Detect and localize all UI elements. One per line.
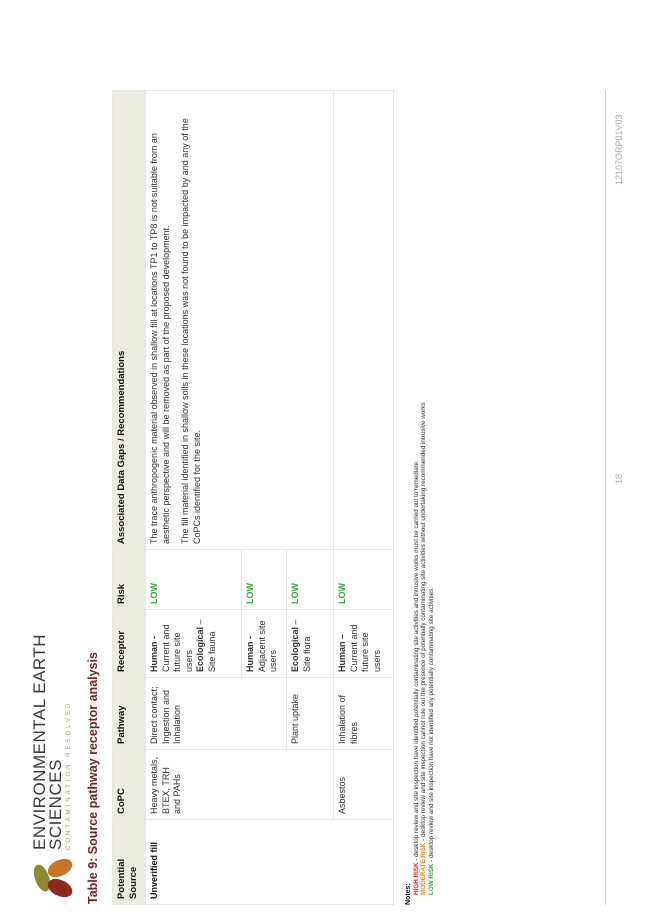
recommendations-cell	[333, 90, 394, 550]
recommendation-paragraph: The trace anthropogenic material observe…	[149, 133, 171, 544]
notes: Notes: HIGH RISK - desktop review and si…	[405, 402, 435, 905]
table-row: Asbestos Inhalation of fibres Human – Cu…	[333, 90, 394, 905]
table-row: Unverified fill Heavy metals, BTEX, TRH …	[145, 90, 394, 905]
receptor-text: Current and future site users	[160, 624, 194, 672]
moderate-risk-label: MODERATE RISK	[420, 842, 428, 895]
note-low: LOW RISK - desktop review and site inspe…	[428, 402, 436, 905]
receptor-text: Adjacent site users	[256, 620, 279, 672]
header-receptor: Receptor	[112, 609, 146, 678]
source-cell: Unverified fill	[145, 819, 394, 905]
header-risk: Risk	[112, 549, 146, 610]
pathway-cell: Direct contact; Ingestion and Inhalation	[145, 677, 287, 750]
company-logo: ENVIRONMENTAL EARTH SCIENCES CONTAMINATI…	[30, 634, 74, 900]
low-risk-label: LOW RISK	[427, 863, 435, 895]
receptor-bold: Ecological	[290, 626, 300, 672]
footer-divider	[605, 90, 606, 905]
page-number: 18	[614, 473, 624, 484]
low-risk-text: - desktop review and site inspection hav…	[427, 586, 435, 864]
logo-tagline: CONTAMINATION RESOLVED	[66, 700, 72, 850]
recommendations-cell: The trace anthropogenic material observe…	[145, 90, 334, 550]
moderate-risk-text: - desktop review and site inspection can…	[420, 402, 428, 843]
header-recommendations: Associated Data Gaps / Recommendations	[112, 90, 146, 550]
receptor-bold: Human -	[149, 636, 159, 672]
risk-badge: LOW	[333, 549, 394, 610]
pathway-cell: Plant uptake	[286, 677, 334, 750]
notes-heading: Notes:	[405, 883, 412, 905]
risk-badge: LOW	[241, 549, 287, 610]
receptor-bold: Ecological	[195, 626, 205, 672]
header-source: Potential Source	[112, 819, 146, 905]
copc-cell: Asbestos	[333, 749, 394, 820]
pathway-cell: Inhalation of fibres	[333, 677, 394, 750]
table-title: Table 9: Source pathway receptor analysi…	[86, 652, 100, 904]
header-pathway: Pathway	[112, 677, 146, 750]
logo-line2: SCIENCES	[46, 759, 65, 850]
receptor-bold: Human -	[245, 636, 255, 672]
receptor-cell: Ecological – Site flora	[286, 609, 334, 678]
risk-badge: LOW	[145, 549, 242, 610]
recommendation-paragraph: The fill material identified in shallow …	[180, 118, 202, 544]
header-copc: CoPC	[112, 749, 146, 820]
spr-table: Potential Source CoPC Pathway Receptor R…	[112, 90, 394, 905]
receptor-cell: Human - Adjacent site users	[241, 609, 287, 678]
receptor-bold: Human –	[337, 633, 347, 672]
copc-cell: Heavy metals, BTEX, TRH and PAHs	[145, 749, 334, 820]
receptor-text: Current and future site users	[348, 624, 382, 672]
risk-badge: LOW	[286, 549, 334, 610]
high-risk-text: - desktop review and site inspection hav…	[412, 460, 420, 863]
note-moderate: MODERATE RISK - desktop review and site …	[420, 402, 428, 905]
leaf-logo-icon	[33, 858, 73, 898]
high-risk-label: HIGH RISK	[412, 862, 420, 895]
receptor-cell: Human – Current and future site users	[333, 609, 394, 678]
note-high: HIGH RISK - desktop review and site insp…	[413, 402, 421, 905]
table-header-row: Potential Source CoPC Pathway Receptor R…	[112, 90, 146, 905]
document-code: 12107ORP01V03	[614, 114, 624, 185]
